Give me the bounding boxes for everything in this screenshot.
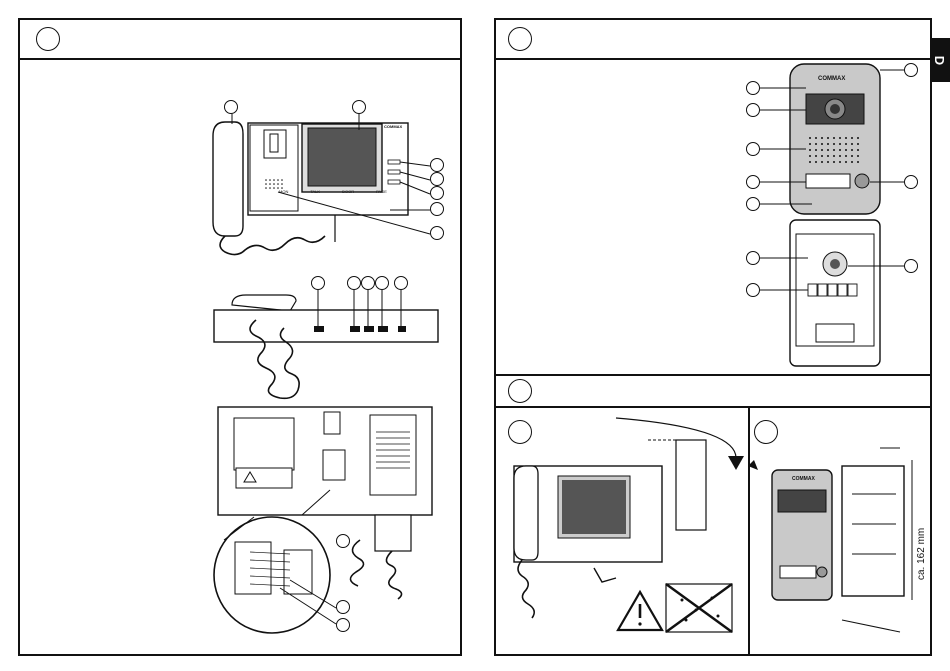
arrow-icon [748, 460, 758, 470]
brand-label-mount: COMMAX [792, 476, 815, 482]
right-panel: COMMAX COMMAX ca. 162 mm [494, 18, 932, 656]
door-station-illustration [496, 20, 934, 658]
callout-ds-7 [904, 175, 918, 189]
callout-back-2 [336, 600, 350, 614]
button-label-mon: MON [279, 189, 288, 194]
callout-handset [224, 100, 238, 114]
callout-top-3 [361, 276, 375, 290]
callout-button-1 [430, 158, 444, 172]
callout-back-1 [336, 534, 350, 548]
callout-top-2 [347, 276, 361, 290]
callout-screen [352, 100, 366, 114]
dimension-label: ca. 162 mm [916, 528, 927, 580]
callout-ds-8 [746, 251, 760, 265]
callout-top-1 [311, 276, 325, 290]
button-label-door: DOOR [342, 189, 354, 194]
callout-ds-10 [904, 259, 918, 273]
language-tab: D [930, 38, 950, 82]
callout-ds-2 [746, 103, 760, 117]
callout-button-4 [430, 202, 444, 216]
callout-button-2 [430, 172, 444, 186]
brand-label-doorstation: COMMAX [818, 76, 845, 82]
monitor-front-illustration [20, 20, 464, 658]
callout-button-3 [430, 186, 444, 200]
monitor-button-labels: MON TALK DOOR PAGE [268, 189, 398, 194]
callout-top-5 [394, 276, 408, 290]
callout-top-4 [375, 276, 389, 290]
callout-ds-5 [746, 197, 760, 211]
callout-ds-9 [746, 283, 760, 297]
callout-speaker [430, 226, 444, 240]
callout-ds-4 [746, 175, 760, 189]
button-label-page: PAGE [376, 189, 387, 194]
callout-ds-6 [904, 63, 918, 77]
callout-ds-1 [746, 81, 760, 95]
left-panel [18, 18, 462, 656]
brand-label-monitor: COMMAX [384, 124, 402, 129]
callout-back-3 [336, 618, 350, 632]
button-label-talk: TALK [310, 189, 320, 194]
callout-ds-3 [746, 142, 760, 156]
